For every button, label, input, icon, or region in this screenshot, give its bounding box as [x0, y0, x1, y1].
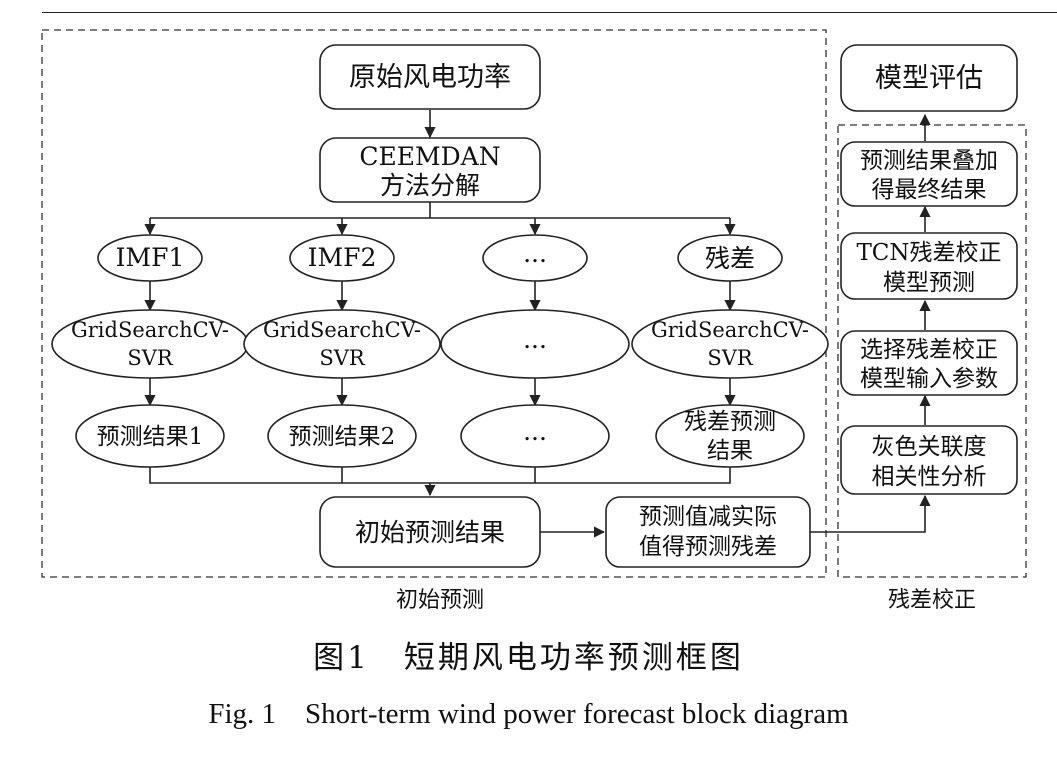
node-grey-relational: 灰色关联度 相关性分析: [840, 425, 1018, 495]
svg-text:IMF1: IMF1: [116, 243, 185, 272]
node-residual: 残差: [677, 234, 783, 282]
node-ceemdan-line2: 方法分解: [380, 171, 480, 200]
node-svr-dots: ...: [440, 309, 630, 379]
edge-merge-bus: [149, 467, 731, 484]
node-svr2: GridSearchCV- SVR: [243, 309, 441, 379]
svg-text:SVR: SVR: [707, 346, 754, 370]
svg-text:初始预测结果: 初始预测结果: [355, 518, 505, 547]
node-select-inputs: 选择残差校正 模型输入参数: [840, 330, 1018, 396]
svg-text:预测结果1: 预测结果1: [97, 424, 204, 450]
edge-subtract-grey: [810, 494, 931, 533]
svg-text:IMF2: IMF2: [308, 243, 377, 272]
node-imf1: IMF1: [97, 234, 203, 282]
node-sum-results: 预测结果叠加 得最终结果: [840, 141, 1018, 207]
svg-text:...: ...: [523, 417, 547, 446]
svg-text:SVR: SVR: [127, 346, 174, 370]
svg-text:SVR: SVR: [319, 346, 366, 370]
node-pred-dots: ...: [460, 404, 610, 468]
svg-text:GridSearchCV-: GridSearchCV-: [71, 318, 229, 342]
node-ceemdan-line1: CEEMDAN: [359, 142, 500, 171]
svg-text:得最终结果: 得最终结果: [872, 177, 987, 203]
svg-text:模型输入参数: 模型输入参数: [860, 366, 998, 392]
svg-text:残差预测: 残差预测: [684, 409, 776, 435]
svg-text:TCN残差校正: TCN残差校正: [856, 240, 1001, 266]
top-rule: [42, 12, 1057, 13]
node-model-evaluation: 模型评估: [840, 44, 1018, 112]
svg-text:选择残差校正: 选择残差校正: [860, 337, 998, 363]
svg-text:相关性分析: 相关性分析: [872, 464, 987, 490]
figure-caption-cn: 图1 短期风电功率预测框图: [313, 640, 744, 676]
svg-text:结果: 结果: [707, 438, 753, 464]
svg-text:...: ...: [523, 239, 547, 268]
svg-text:GridSearchCV-: GridSearchCV-: [651, 318, 809, 342]
node-pred1: 预测结果1: [75, 404, 225, 468]
node-imf2: IMF2: [289, 234, 395, 282]
node-initial-result: 初始预测结果: [319, 496, 541, 568]
svg-text:灰色关联度: 灰色关联度: [872, 434, 987, 460]
svg-text:模型评估: 模型评估: [875, 63, 983, 94]
node-imf-dots: ...: [482, 234, 588, 282]
node-subtract-actual: 预测值减实际 值得预测残差: [605, 496, 811, 568]
node-raw-power: 原始风电功率: [319, 44, 541, 110]
svg-text:预测值减实际: 预测值减实际: [639, 504, 777, 530]
group-label-initial: 初始预测: [396, 588, 484, 613]
group-label-residual: 残差校正: [888, 588, 976, 613]
node-ceemdan: CEEMDAN 方法分解: [319, 137, 541, 203]
svg-text:模型预测: 模型预测: [883, 270, 975, 296]
node-pred2: 预测结果2: [267, 404, 417, 468]
svg-text:预测结果2: 预测结果2: [289, 424, 396, 450]
node-svr1: GridSearchCV- SVR: [51, 309, 249, 379]
figure-caption-en: Fig. 1 Short-term wind power forecast bl…: [208, 698, 849, 730]
edges: [144, 110, 931, 538]
node-tcn-prediction: TCN残差校正 模型预测: [840, 232, 1018, 300]
svg-text:GridSearchCV-: GridSearchCV-: [263, 318, 421, 342]
svg-text:预测结果叠加: 预测结果叠加: [860, 148, 998, 174]
svg-text:...: ...: [523, 325, 547, 354]
residual-correction-frame: [837, 124, 1027, 578]
block-diagram: 原始风电功率 CEEMDAN 方法分解 IMF1 IMF2 ... 残差 Gri…: [41, 29, 1027, 613]
svg-text:值得预测残差: 值得预测残差: [639, 534, 777, 560]
node-raw-power-label: 原始风电功率: [349, 62, 511, 93]
initial-prediction-frame: [41, 29, 827, 578]
node-svr-residual: GridSearchCV- SVR: [631, 309, 829, 379]
svg-text:残差: 残差: [705, 244, 755, 273]
node-pred-residual: 残差预测 结果: [655, 404, 805, 468]
